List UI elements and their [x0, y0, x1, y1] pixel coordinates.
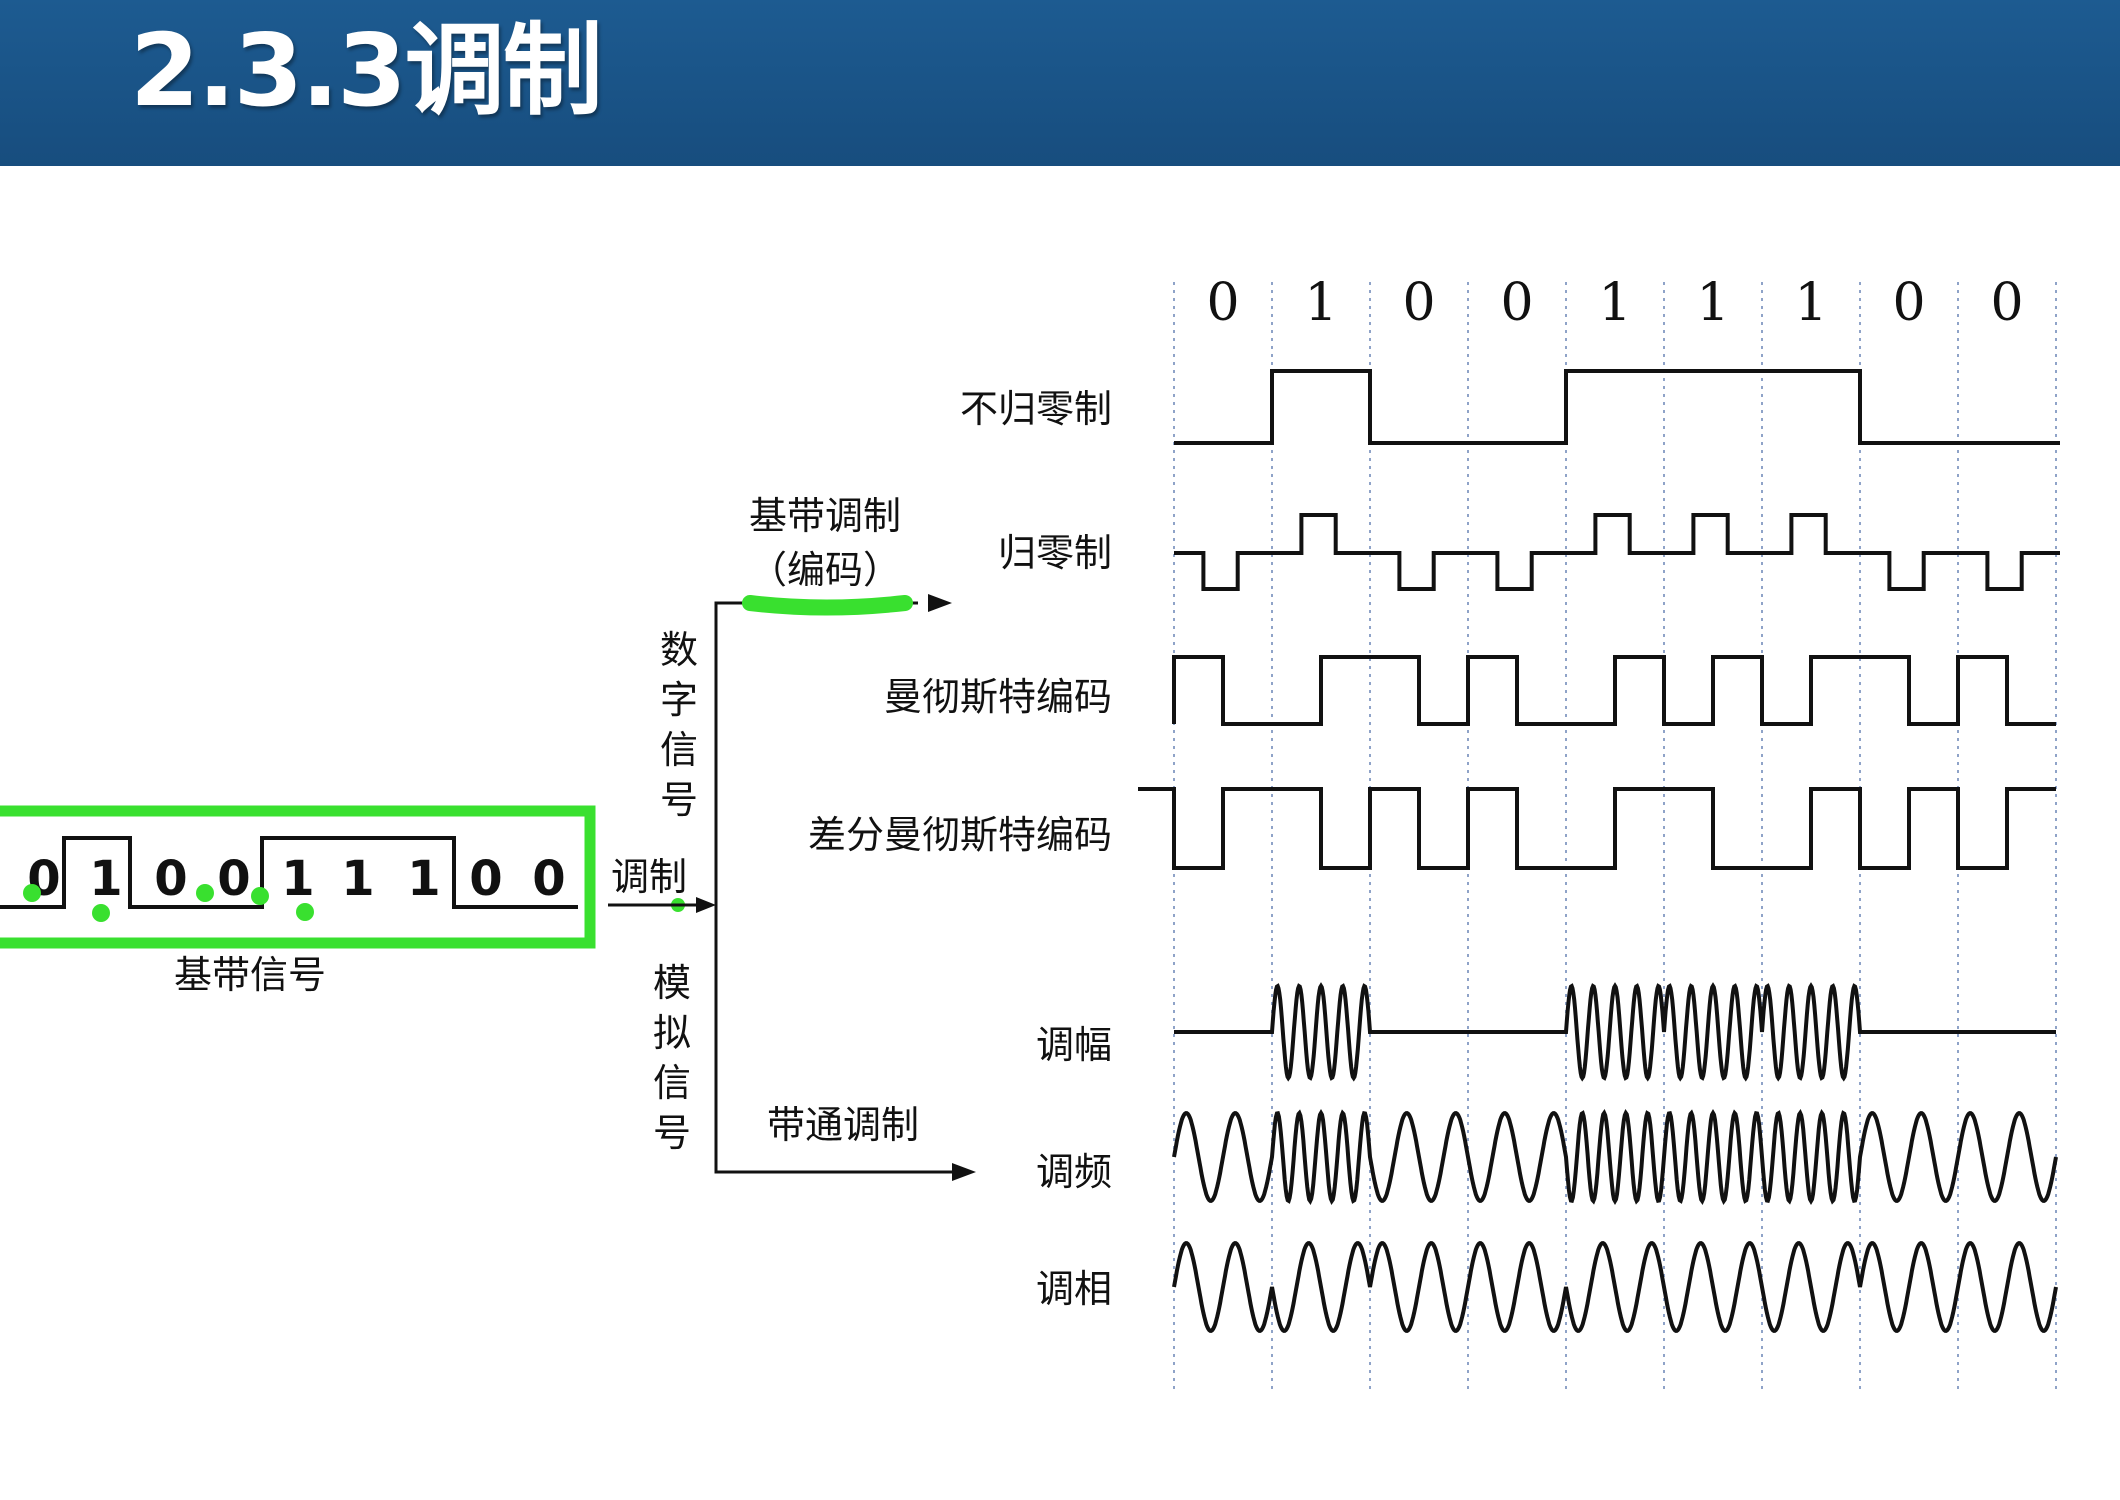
bit-label: 1	[1696, 273, 1729, 333]
vertical-char: 号	[653, 1111, 691, 1155]
label-pm: 调相	[1036, 1267, 1112, 1311]
baseband-bit: 1	[341, 851, 374, 907]
rz-waveform	[1174, 513, 2060, 591]
baseband-highlight-box	[0, 805, 596, 949]
bit-label: 0	[1990, 273, 2023, 333]
baseband-bit: 1	[281, 851, 314, 907]
waveforms	[1138, 369, 2060, 1333]
baseband-bit: 1	[407, 851, 440, 907]
baseband-bit: 0	[469, 851, 502, 907]
vertical-char: 数	[660, 628, 698, 672]
nrz-waveform	[1174, 369, 2060, 445]
encoding-label: （编码）	[749, 548, 901, 592]
encoding-highlight	[742, 595, 913, 616]
bit-label: 1	[1304, 273, 1337, 333]
manchester-waveform	[1172, 655, 2056, 726]
label-manchester: 曼彻斯特编码	[884, 675, 1112, 719]
bit-label: 0	[1206, 273, 1239, 333]
bandpass-branch-arrowhead	[952, 1163, 976, 1181]
bandpass-modulation-label: 带通调制	[767, 1103, 919, 1147]
bit-label: 1	[1598, 273, 1631, 333]
baseband-label: 基带信号	[174, 953, 326, 997]
label-fm: 调频	[1036, 1150, 1112, 1194]
slide-header: 2.3.3调制	[0, 0, 2120, 166]
label-rz: 归零制	[998, 531, 1112, 575]
am-waveform	[1174, 982, 2056, 1082]
baseband-modulation-label: 基带调制	[749, 494, 901, 538]
vertical-char: 字	[660, 678, 698, 722]
slide-title: 2.3.3调制	[130, 12, 603, 129]
vertical-char: 信	[660, 728, 698, 772]
vertical-char: 模	[653, 961, 691, 1005]
bit-header: 0 1 0 0 1 1 1 0 0	[1206, 273, 2023, 333]
pm-waveform	[1172, 1241, 2058, 1333]
baseband-bit: 0	[217, 851, 250, 907]
label-diff-manchester: 差分曼彻斯特编码	[808, 813, 1112, 857]
fm-waveform	[1172, 1109, 2058, 1205]
vertical-char: 信	[653, 1061, 691, 1105]
label-am: 调幅	[1036, 1023, 1112, 1067]
diff-manchester-waveform	[1138, 787, 2056, 870]
vertical-char: 号	[660, 778, 698, 822]
baseband-bit: 1	[89, 851, 122, 907]
baseband-waveform	[0, 836, 578, 909]
bit-label: 0	[1500, 273, 1533, 333]
baseband-bit: 0	[532, 851, 565, 907]
baseband-branch-arrowhead	[928, 594, 952, 612]
vertical-char: 拟	[653, 1011, 691, 1055]
bit-label: 1	[1794, 273, 1827, 333]
bit-label: 0	[1402, 273, 1435, 333]
bit-label: 0	[1892, 273, 1925, 333]
label-nrz: 不归零制	[960, 387, 1112, 431]
modulation-arrowhead	[696, 897, 716, 913]
baseband-bit: 0	[154, 851, 187, 907]
modulation-label: 调制	[611, 855, 687, 899]
